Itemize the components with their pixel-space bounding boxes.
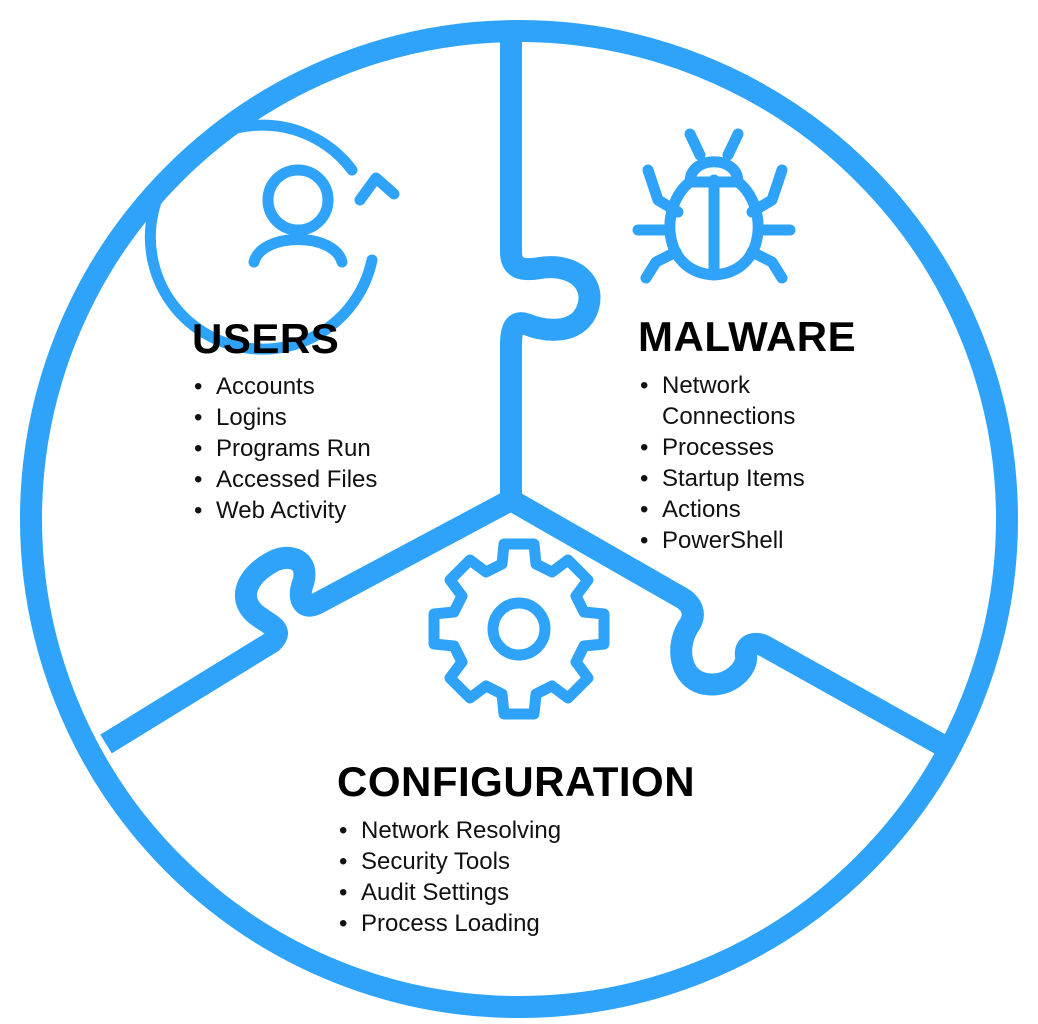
list-item: Programs Run [194, 433, 377, 464]
list-item: Web Activity [194, 495, 377, 526]
user-refresh-icon [144, 119, 400, 355]
users-title: USERS [192, 315, 340, 362]
bug-icon [632, 128, 796, 284]
gear-icon [428, 538, 610, 720]
list-item: Startup Items [640, 463, 832, 494]
list-item: Processes [640, 432, 832, 463]
malware-title: MALWARE [638, 313, 857, 360]
divider-top-puzzle [500, 32, 601, 500]
list-item: Network Connections [640, 370, 832, 432]
outer-circle [20, 20, 1018, 1018]
divider-left-puzzle [100, 490, 517, 754]
list-item: Accessed Files [194, 464, 377, 495]
list-item: Actions [640, 494, 832, 525]
malware-list: Network Connections Processes Startup It… [640, 370, 832, 556]
list-item: Process Loading [339, 908, 561, 939]
list-item: Network Resolving [339, 815, 561, 846]
divider-right-puzzle [505, 490, 946, 754]
list-item: Audit Settings [339, 877, 561, 908]
configuration-title: CONFIGURATION [337, 758, 696, 805]
list-item: PowerShell [640, 525, 832, 556]
users-list: Accounts Logins Programs Run Accessed Fi… [194, 371, 377, 526]
list-item: Logins [194, 402, 377, 433]
list-item: Accounts [194, 371, 377, 402]
list-item: Security Tools [339, 846, 561, 877]
configuration-list: Network Resolving Security Tools Audit S… [339, 815, 561, 939]
